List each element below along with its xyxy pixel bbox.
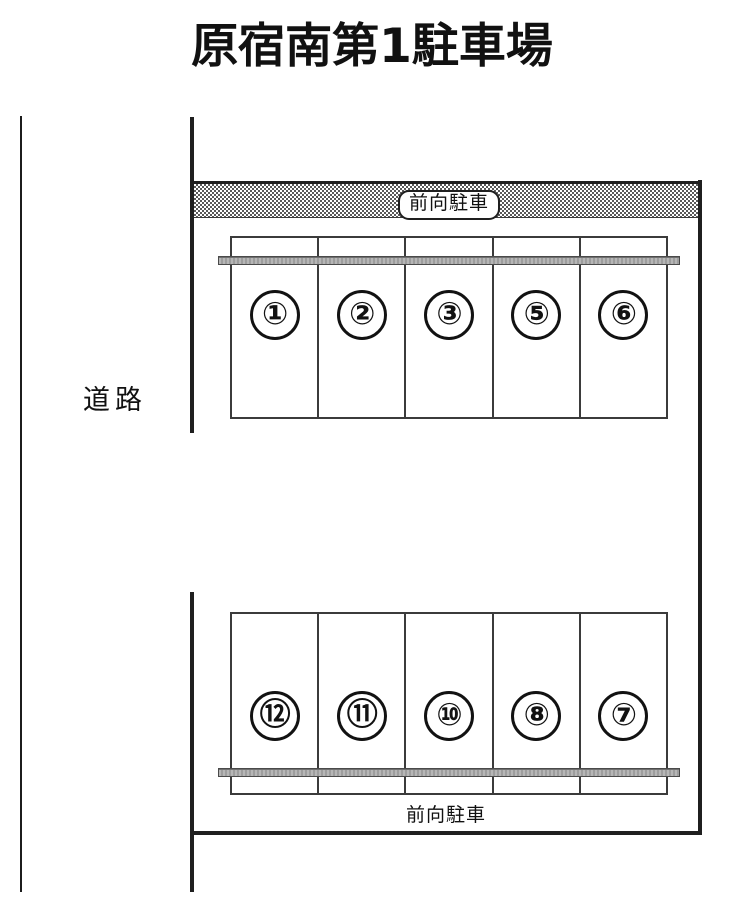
stall-2[interactable]: ② [319, 238, 407, 417]
lot-east-boundary [698, 180, 702, 835]
stall-number-10: ⑩ [424, 690, 474, 741]
stall-number-6: ⑥ [598, 289, 649, 340]
south-stall-block: ⑫ ⑪ ⑩ ⑧ ⑦ [230, 612, 668, 795]
stall-5[interactable]: ⑤ [494, 238, 581, 417]
stall-3[interactable]: ③ [406, 238, 494, 417]
stall-1[interactable]: ① [232, 238, 320, 417]
stall-number-3: ③ [424, 289, 474, 340]
south-parking-direction-label: 前向駐車 [405, 804, 486, 826]
stall-12[interactable]: ⑫ [232, 614, 320, 793]
north-stall-block: ① ② ③ ⑤ ⑥ [230, 236, 668, 419]
lot-west-boundary-upper [190, 117, 194, 433]
stall-10[interactable]: ⑩ [406, 614, 494, 793]
stall-number-1: ① [249, 289, 300, 340]
stall-8[interactable]: ⑧ [494, 614, 581, 793]
road-label: 道路 [83, 385, 147, 416]
stall-11[interactable]: ⑪ [319, 614, 407, 793]
lot-west-boundary-lower [190, 592, 194, 892]
stall-6[interactable]: ⑥ [581, 238, 666, 417]
stall-number-5: ⑤ [511, 289, 562, 340]
south-stall-row: ⑫ ⑪ ⑩ ⑧ ⑦ [232, 614, 666, 793]
stall-number-2: ② [336, 289, 387, 340]
page-title: 原宿南第1駐車場 [191, 19, 553, 74]
lot-south-boundary [190, 831, 702, 835]
stall-number-12: ⑫ [249, 690, 300, 741]
stall-number-11: ⑪ [336, 690, 387, 741]
stall-number-7: ⑦ [598, 690, 649, 741]
stall-7[interactable]: ⑦ [581, 614, 666, 793]
south-wheel-stop-bar [218, 768, 680, 777]
north-wheel-stop-bar [218, 256, 680, 265]
stall-number-8: ⑧ [511, 690, 562, 741]
road-outer-edge-line [20, 116, 22, 892]
north-stall-row: ① ② ③ ⑤ ⑥ [232, 238, 666, 417]
north-parking-direction-label: 前向駐車 [398, 190, 501, 220]
